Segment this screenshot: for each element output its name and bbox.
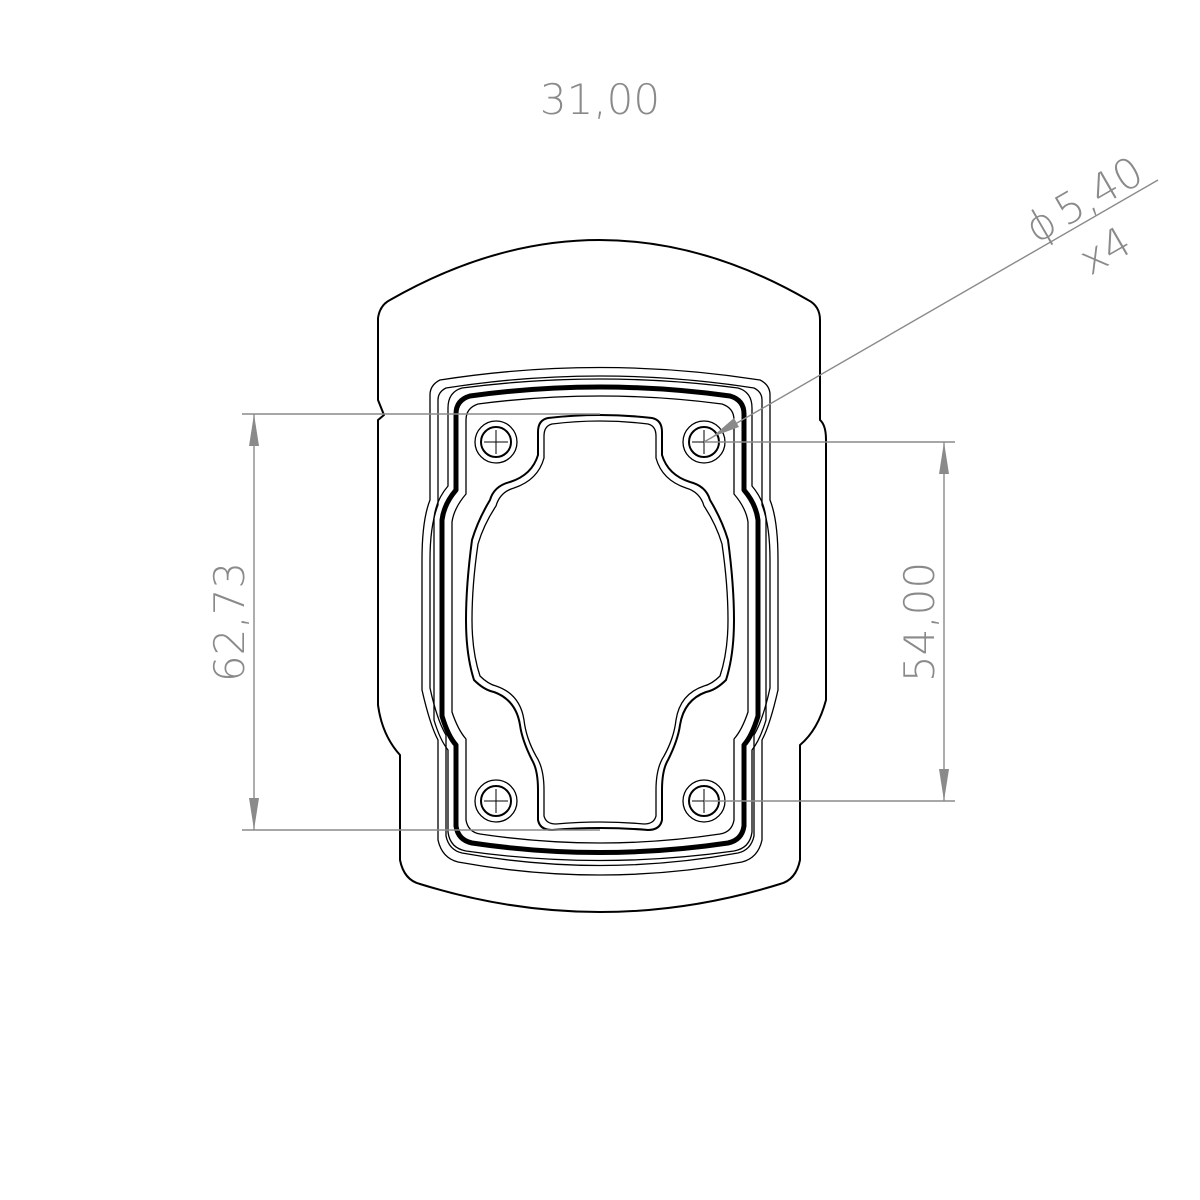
flange-outer	[421, 366, 779, 876]
dimension-hole-diameter: ϕ 5,40 x4	[703, 146, 1159, 443]
central-opening	[465, 414, 735, 831]
right-height-label: 54,00	[895, 562, 944, 682]
flange-inner	[429, 375, 771, 867]
dimension-left-height: 62,73	[205, 413, 600, 831]
left-height-label: 62,73	[205, 562, 254, 682]
dimension-top-width: 31,00	[540, 75, 660, 124]
central-opening-inner	[471, 420, 729, 825]
hole-top-left	[474, 420, 518, 464]
gasket-inner	[451, 395, 749, 844]
part-body	[377, 239, 827, 913]
housing-outline	[377, 239, 827, 913]
hole-bottom-left	[474, 779, 518, 823]
hole-diameter-label: 5,40	[1046, 146, 1151, 235]
gasket	[439, 384, 761, 855]
gasket-outer	[433, 378, 767, 862]
top-width-label: 31,00	[540, 75, 660, 124]
dimension-right-height: 54,00	[704, 441, 955, 802]
